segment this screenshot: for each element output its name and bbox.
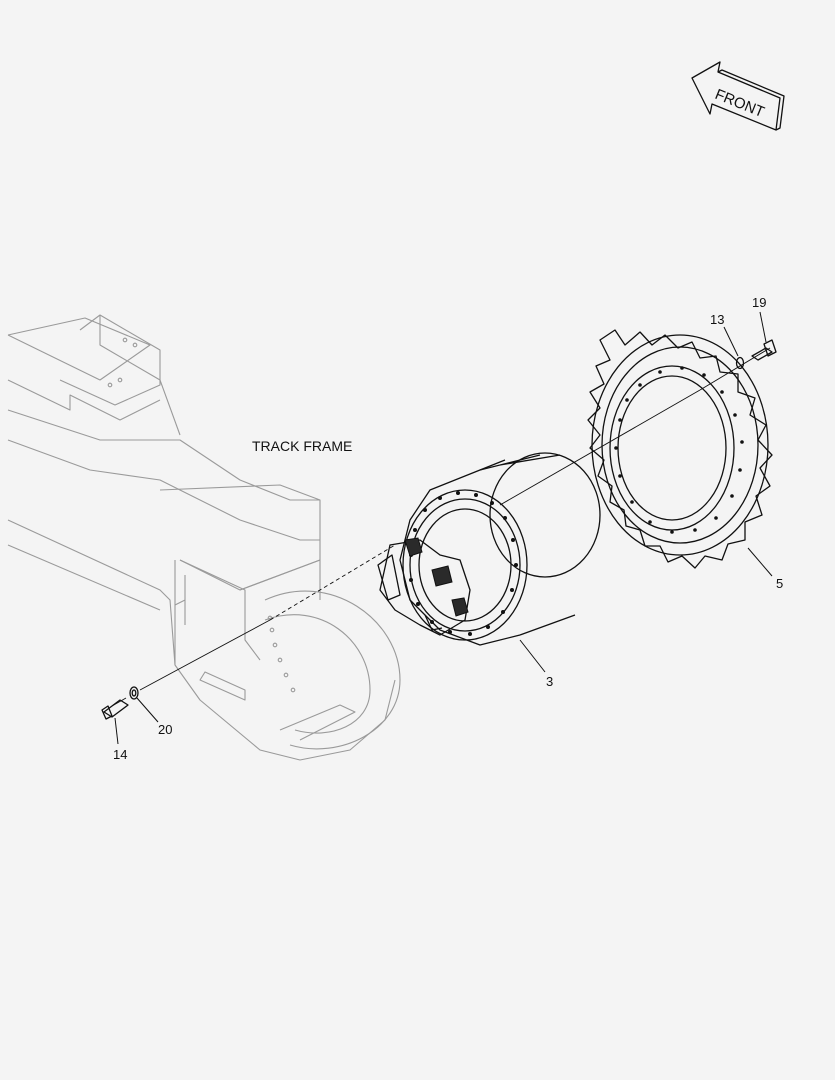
track-frame-label: TRACK FRAME <box>252 438 352 454</box>
callout-19: 19 <box>752 295 766 310</box>
callout-13: 13 <box>710 312 724 327</box>
washer-13-icon <box>735 356 745 370</box>
callout-5: 5 <box>776 576 783 591</box>
callout-20: 20 <box>158 722 172 737</box>
sprocket-5-icon <box>587 329 773 569</box>
washer-20-icon <box>129 686 139 700</box>
bolt-19-icon <box>751 339 777 361</box>
track-frame-drawing <box>7 314 401 761</box>
callout-3: 3 <box>546 674 553 689</box>
front-direction-arrow-icon: FRONT <box>691 61 785 131</box>
bolt-14-icon <box>101 697 129 720</box>
travel-motor-assembly <box>377 452 601 646</box>
callout-14: 14 <box>113 747 127 762</box>
